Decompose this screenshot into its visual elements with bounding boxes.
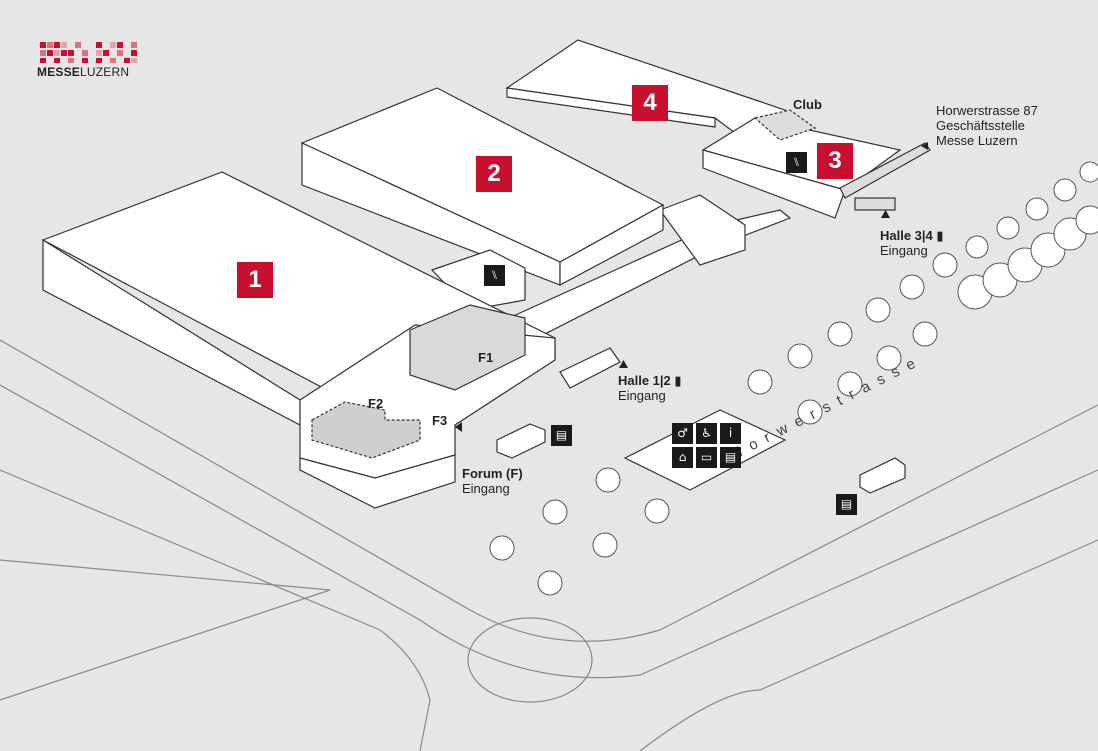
forum-entrance-label: Forum (F) Eingang	[462, 466, 523, 496]
ticket-icon: ▤	[551, 425, 572, 446]
door-icon: ▮	[674, 373, 682, 388]
brand-wordmark: MESSELUZERN	[37, 65, 129, 79]
trees	[489, 161, 1098, 596]
address-line-3: Messe Luzern	[936, 133, 1018, 148]
bus-icon: ▭	[696, 447, 717, 468]
logo-mark	[40, 42, 137, 63]
toilet-icon: ♂	[672, 423, 693, 444]
hall-3-badge[interactable]: 3	[817, 143, 853, 179]
address-block: Horwerstrasse 87 Geschäftsstelle Messe L…	[936, 103, 1038, 148]
hall-2-badge[interactable]: 2	[476, 156, 512, 192]
brand-light: LUZERN	[80, 65, 130, 79]
zone-f2-label: F2	[368, 396, 384, 411]
hall-1-badge[interactable]: 1	[237, 262, 273, 298]
ticket-icon: ▤	[720, 447, 741, 468]
club-label: Club	[793, 97, 822, 112]
address-line-2: Geschäftsstelle	[936, 118, 1025, 133]
halle34-entrance-label: Halle 3|4 ▮ Eingang	[880, 228, 944, 258]
restaurant-icon: ⑊	[484, 265, 505, 286]
road-lines	[0, 339, 1098, 751]
halle12-entrance-label: Halle 1|2 ▮ Eingang	[618, 373, 682, 403]
hall-4-badge[interactable]: 4	[632, 85, 668, 121]
forum-building	[299, 304, 556, 509]
cloakroom-icon: ⌂	[672, 447, 693, 468]
zone-f1-label: F1	[478, 350, 494, 365]
pavilions	[496, 423, 906, 494]
halle34-entrance-sub: Eingang	[880, 243, 928, 258]
entrance-arrows	[455, 142, 928, 432]
ticket-icon: ▤	[836, 494, 857, 515]
wheelchair-icon: ♿	[696, 423, 717, 444]
forum-entrance-sub: Eingang	[462, 481, 510, 496]
address-line-1: Horwerstrasse 87	[936, 103, 1038, 118]
zone-f3-label: F3	[432, 413, 448, 428]
info-icon: i	[720, 423, 741, 444]
halle12-entrance-name: Halle 1|2	[618, 373, 671, 388]
halle34-entrance-name: Halle 3|4	[880, 228, 933, 243]
restaurant-icon: ⑊	[786, 152, 807, 173]
halle12-entrance-sub: Eingang	[618, 388, 666, 403]
brand-bold: MESSE	[37, 65, 81, 79]
door-icon: ▮	[936, 228, 944, 243]
forum-entrance-name: Forum (F)	[462, 466, 523, 481]
